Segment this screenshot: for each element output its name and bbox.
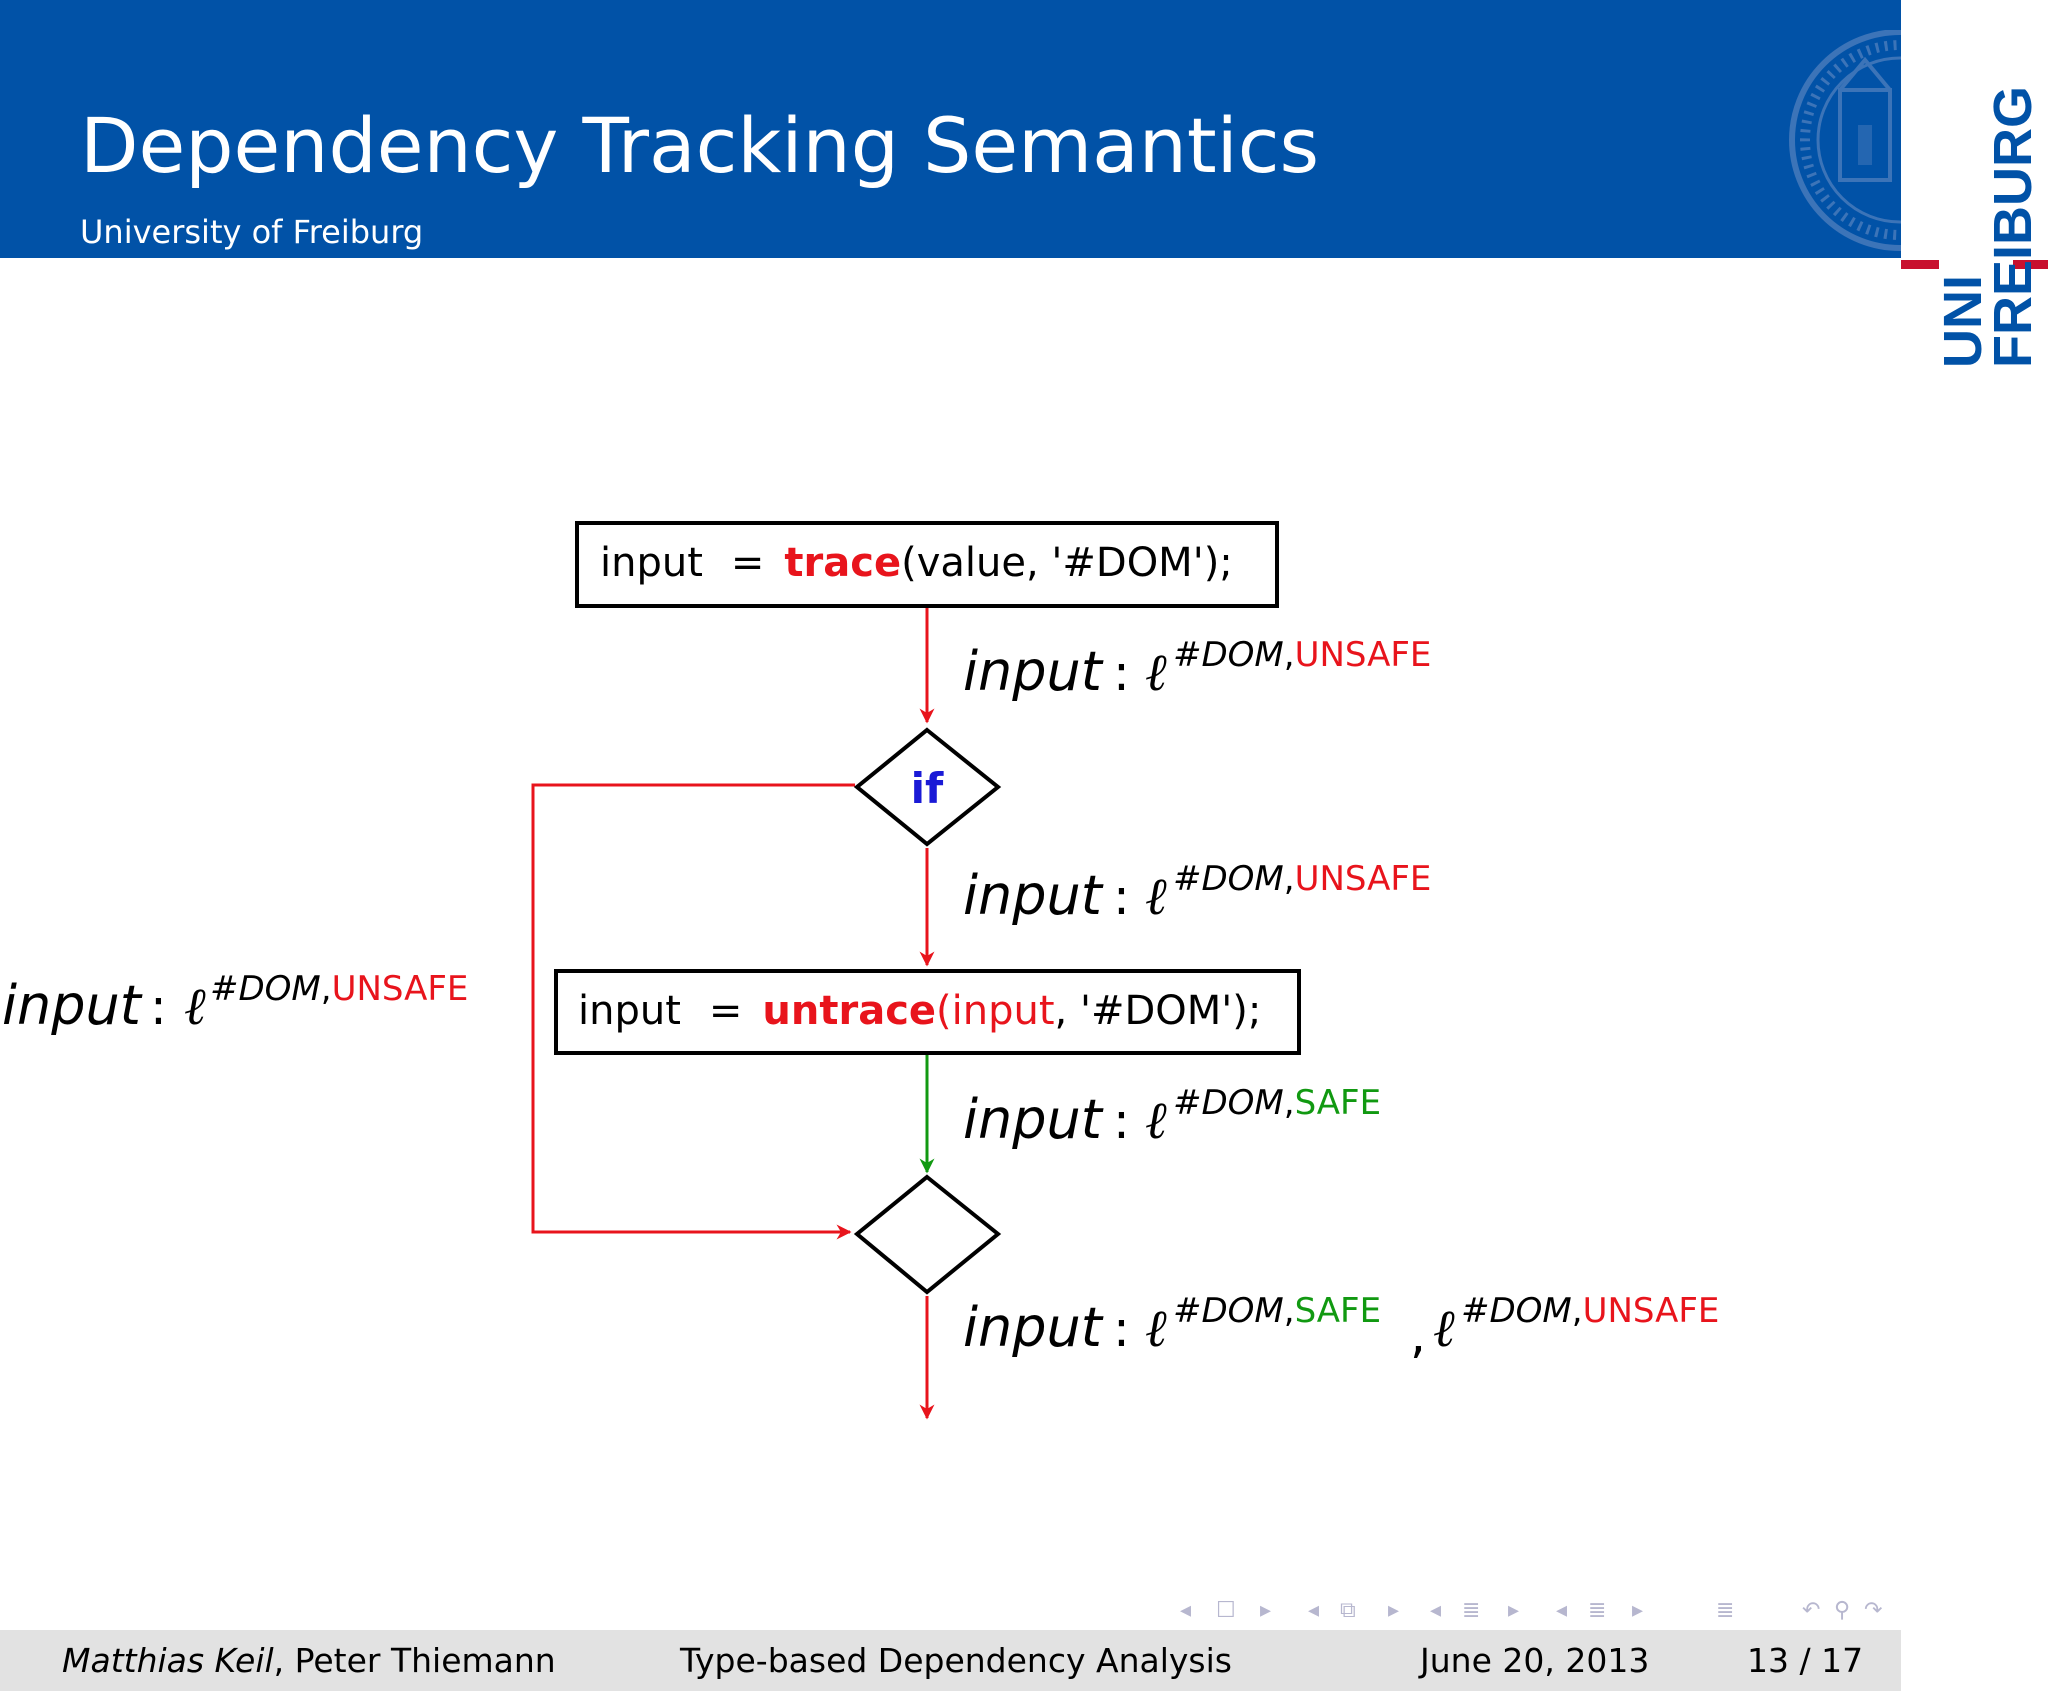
node-untrace-code: input=untrace(input, '#DOM'); <box>578 988 1261 1034</box>
logo-bar-right <box>2013 260 2048 269</box>
annotation-var: input <box>963 640 1104 703</box>
nav-prev-slide-icon[interactable]: ◂ <box>1180 1598 1192 1623</box>
annotation-colon: : <box>1113 1092 1130 1150</box>
footer-page-number: 13 / 17 <box>1747 1641 1864 1680</box>
annotation-sup: #DOM,UNSAFE <box>1173 635 1431 675</box>
node-untrace-box <box>554 969 1301 1055</box>
slide-footer: Matthias Keil, Peter Thiemann Type-based… <box>0 1630 1901 1691</box>
beamer-navigation-bar: ◂ ☐ ▸ ◂ ⧉ ▸ ◂ ≣ ▸ ◂ ≣ ▸ ≣ ↶ ⚲ ↷ <box>1180 1596 1920 1626</box>
footer-talk-title: Type-based Dependency Analysis <box>680 1641 1232 1680</box>
node-trace-box <box>575 521 1279 608</box>
footer-authors: Matthias Keil, Peter Thiemann <box>62 1641 556 1680</box>
slide-title: Dependency Tracking Semantics <box>80 101 1320 190</box>
annotation-colon: : <box>1113 644 1130 702</box>
annotation-sup: #DOM,SAFE <box>1173 1291 1381 1331</box>
annotation-colon: : <box>1113 868 1130 926</box>
annotation-after-untrace: input : ℓ #DOM,SAFE <box>963 1083 1381 1151</box>
annotation-var: input <box>2 974 143 1037</box>
annotation-ell: ℓ <box>1145 643 1167 703</box>
uni-freiburg-logo: UNI FREIBURG <box>1901 86 2048 368</box>
university-seal-icon <box>1789 30 1901 251</box>
node-trace-code: input=trace(value, '#DOM'); <box>600 540 1233 586</box>
logo-freiburg: FREIBURG <box>1983 86 2043 368</box>
annotation-separator: , <box>1410 1306 1426 1364</box>
nav-forward-icon[interactable]: ↷ <box>1864 1598 1883 1623</box>
annotation-colon: : <box>150 978 167 1036</box>
annotation-after-join: input : ℓ #DOM,SAFE , ℓ #DOM,UNSAFE <box>963 1291 1719 1364</box>
annotation-sup: #DOM,UNSAFE <box>1173 859 1431 899</box>
node-if-label: if <box>911 764 944 813</box>
dependency-flow-diagram: input=trace(value, '#DOM'); if input=unt… <box>2 521 1719 1420</box>
nav-search-icon[interactable]: ⚲ <box>1834 1598 1851 1623</box>
annotation-var: input <box>963 1088 1104 1151</box>
nav-prev-section-icon[interactable]: ◂ <box>1556 1598 1568 1623</box>
nav-prev-subsection-icon[interactable]: ◂ <box>1430 1598 1442 1623</box>
nav-subsection-icon[interactable]: ≣ <box>1462 1598 1481 1623</box>
slide-header: Dependency Tracking Semantics University… <box>0 0 1901 258</box>
annotation-sup: #DOM,SAFE <box>1173 1083 1381 1123</box>
nav-frame-icon[interactable]: ⧉ <box>1340 1598 1356 1623</box>
footer-date: June 20, 2013 <box>1420 1641 1650 1680</box>
annotation-sup: #DOM,UNSAFE <box>1461 1291 1719 1331</box>
nav-prev-frame-icon[interactable]: ◂ <box>1308 1598 1320 1623</box>
annotation-var: input <box>963 864 1104 927</box>
nav-next-frame-icon[interactable]: ▸ <box>1388 1598 1400 1623</box>
annotation-after-if: input : ℓ #DOM,UNSAFE <box>963 859 1431 927</box>
annotation-ell: ℓ <box>184 977 206 1037</box>
nav-slide-icon[interactable]: ☐ <box>1216 1598 1236 1623</box>
annotation-sup: #DOM,UNSAFE <box>210 969 468 1009</box>
node-if-diamond <box>853 727 1002 847</box>
annotation-ell: ℓ <box>1145 867 1167 927</box>
annotation-ell: ℓ <box>1145 1091 1167 1151</box>
nav-document-icon[interactable]: ≣ <box>1716 1598 1735 1623</box>
logo-bar-left <box>1901 260 1939 269</box>
nav-next-subsection-icon[interactable]: ▸ <box>1508 1598 1520 1623</box>
nav-section-icon[interactable]: ≣ <box>1588 1598 1607 1623</box>
nav-next-slide-icon[interactable]: ▸ <box>1260 1598 1272 1623</box>
nav-next-section-icon[interactable]: ▸ <box>1632 1598 1644 1623</box>
node-join-diamond <box>853 1174 1002 1295</box>
logo-uni: UNI <box>1933 275 1993 368</box>
nav-back-icon[interactable]: ↶ <box>1802 1598 1821 1623</box>
annotation-var: input <box>963 1296 1104 1359</box>
annotation-bypass: input : ℓ #DOM,UNSAFE <box>2 969 468 1037</box>
edge-if-bypass <box>531 783 855 1240</box>
annotation-ell: ℓ <box>1433 1299 1455 1359</box>
annotation-colon: : <box>1113 1300 1130 1358</box>
slide-subtitle: University of Freiburg <box>80 213 424 251</box>
annotation-ell: ℓ <box>1145 1299 1167 1359</box>
annotation-after-trace: input : ℓ #DOM,UNSAFE <box>963 635 1431 703</box>
